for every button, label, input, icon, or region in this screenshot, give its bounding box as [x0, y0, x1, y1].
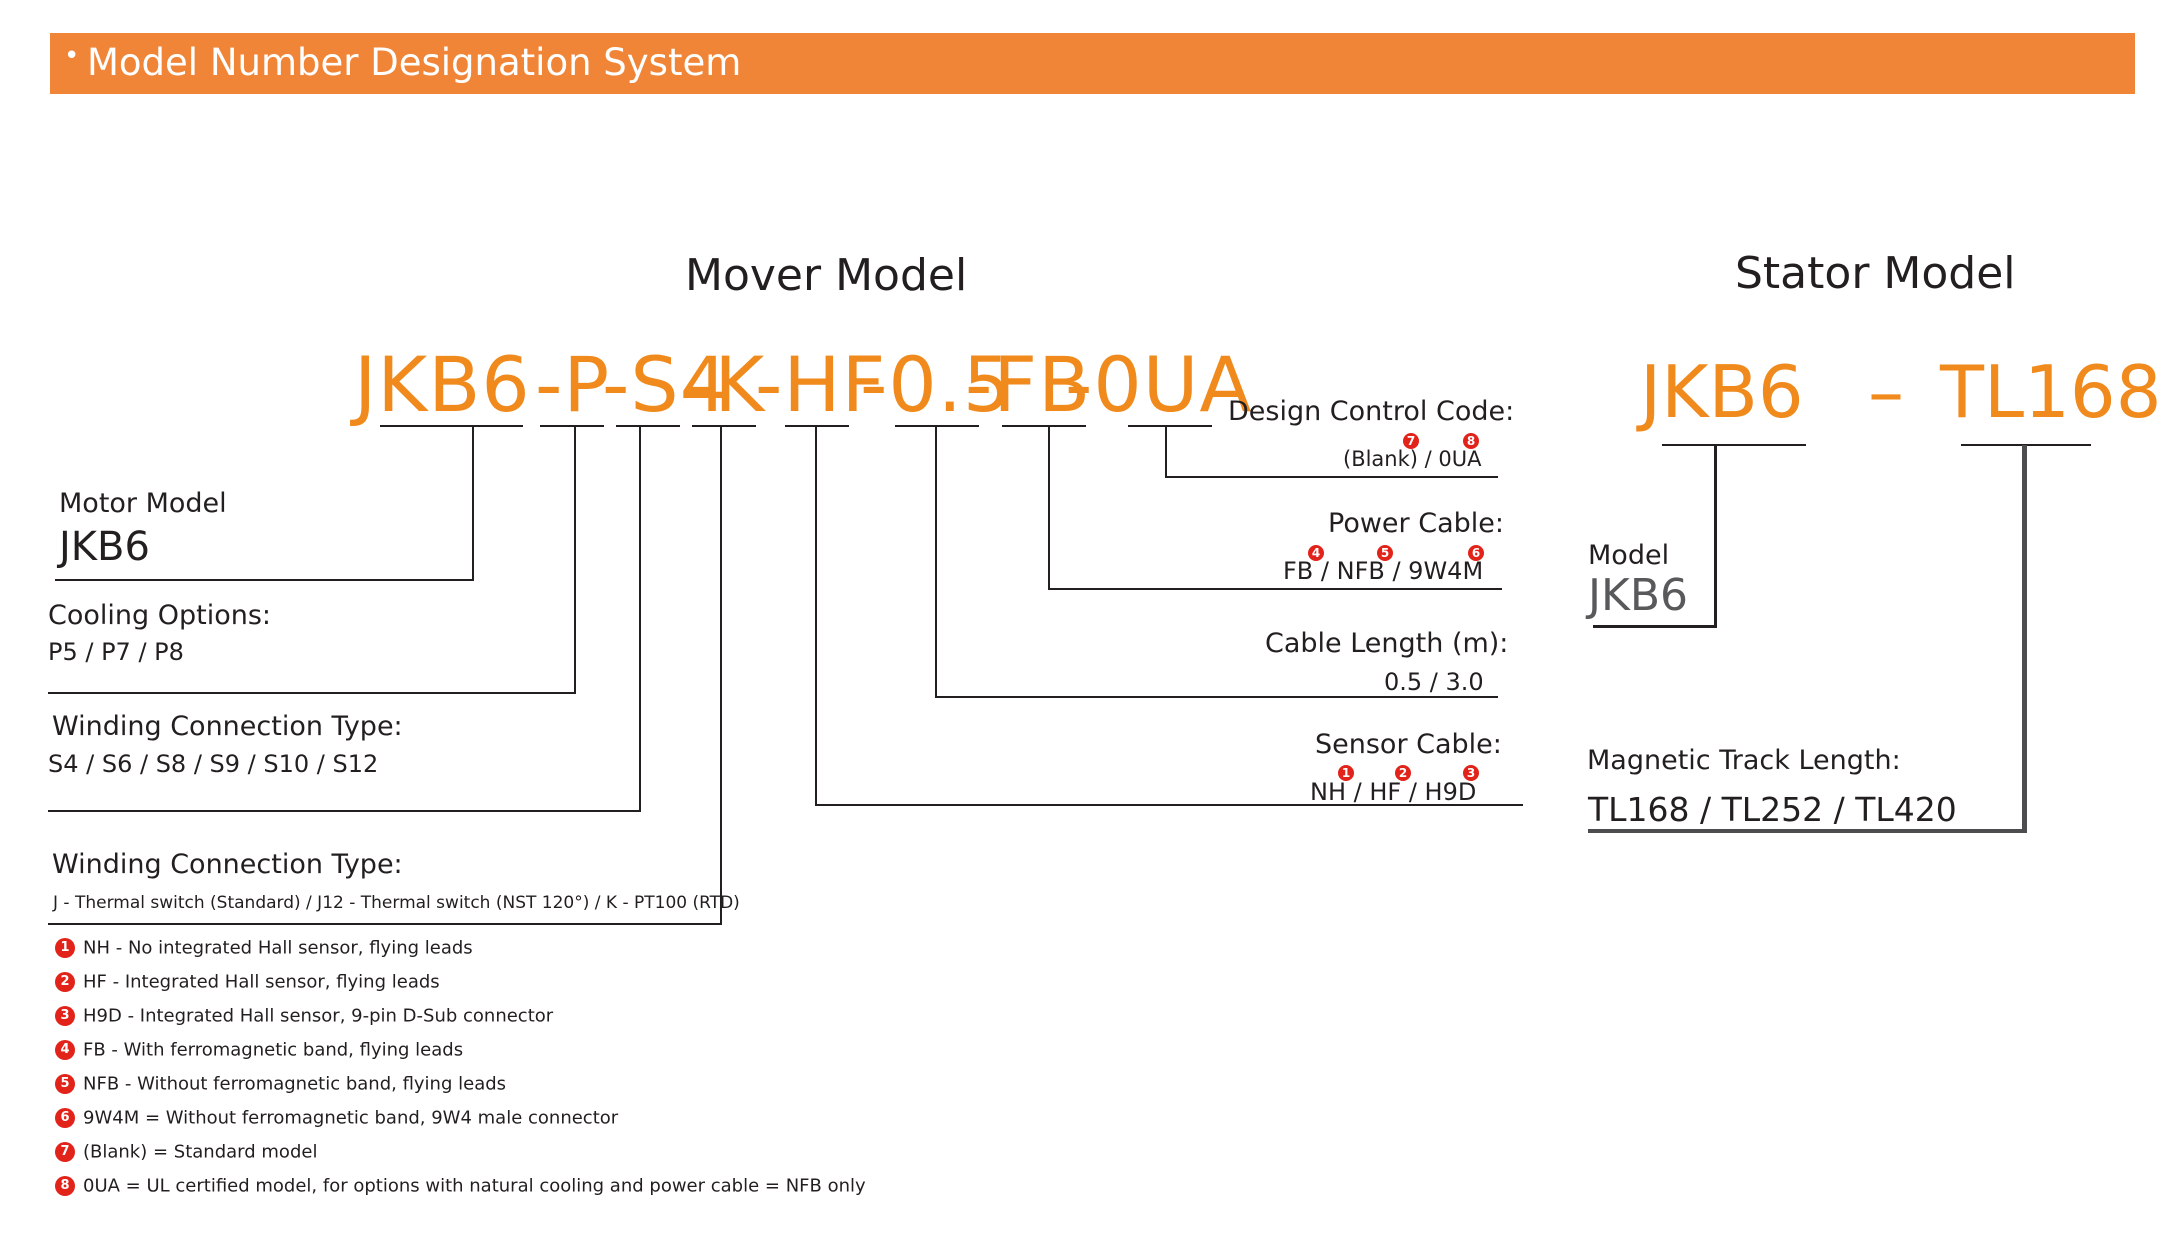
leader-power-horizontal: [1048, 588, 1502, 590]
banner-title: Model Number Designation System: [87, 41, 742, 84]
leader-design-vertical: [1165, 426, 1167, 478]
note-badge: 3: [55, 1006, 75, 1026]
stator-code-jkb6: JKB6: [1640, 350, 1804, 434]
badge-5: 5: [1377, 545, 1393, 561]
power-cable-label: Power Cable:: [1328, 508, 1504, 539]
stator-code-dash: –: [1868, 350, 1904, 434]
stator-leader-track-horizontal: [1588, 829, 2027, 833]
leader-length-vertical: [935, 426, 937, 698]
underline-0ua: [1128, 425, 1212, 427]
stator-model-value: JKB6: [1588, 570, 1689, 621]
stator-leader-track-vertical: [2022, 445, 2027, 833]
stator-underline-jkb6: [1662, 444, 1806, 446]
leader-cooling-vertical: [574, 426, 576, 694]
mover-heading: Mover Model: [685, 250, 968, 301]
note-text: FB - With ferromagnetic band, flying lea…: [83, 1039, 464, 1061]
cooling-value: P5 / P7 / P8: [48, 638, 184, 666]
leader-motor-horizontal: [55, 579, 474, 581]
note-badge: 7: [55, 1142, 75, 1162]
code-segment-s4: -S4: [602, 340, 730, 429]
note-text: 0UA = UL certified model, for options wi…: [83, 1175, 866, 1197]
code-segment-jkb6: JKB6: [354, 340, 531, 429]
note-item: 8 0UA = UL certified model, for options w…: [55, 1175, 866, 1199]
badge-3: 3: [1463, 765, 1479, 781]
note-item: 7 (Blank) = Standard model: [55, 1141, 317, 1165]
note-badge: 8: [55, 1176, 75, 1196]
cooling-label: Cooling Options:: [48, 600, 272, 631]
note-text: HF - Integrated Hall sensor, flying lead…: [83, 971, 440, 993]
banner-bullet: •: [64, 41, 80, 71]
leader-winding-horizontal: [48, 810, 641, 812]
note-text: NH - No integrated Hall sensor, flying l…: [83, 937, 473, 959]
stator-model-label: Model: [1588, 540, 1670, 571]
design-code-label: Design Control Code:: [1228, 396, 1515, 427]
leader-sensor-vertical: [815, 426, 817, 806]
sensor-cable-label: Sensor Cable:: [1315, 729, 1502, 760]
leader-length-horizontal: [935, 696, 1498, 698]
thermal-label: Winding Connection Type:: [52, 849, 403, 880]
power-cable-value: FB / NFB / 9W4M: [1283, 557, 1484, 585]
underline-k: [692, 425, 756, 427]
leader-thermal-vertical: [720, 426, 722, 925]
thermal-value: J - Thermal switch (Standard) / J12 - Th…: [53, 893, 740, 913]
leader-motor-vertical: [472, 426, 474, 580]
note-item: 5 NFB - Without ferromagnetic band, flyin…: [55, 1073, 506, 1097]
header-banner: • Model Number Designation System: [50, 33, 2135, 94]
leader-winding-vertical: [639, 426, 641, 812]
underline-hf: [785, 425, 849, 427]
leader-design-horizontal: [1165, 476, 1498, 478]
track-length-label: Magnetic Track Length:: [1587, 745, 1901, 776]
badge-4: 4: [1308, 545, 1324, 561]
note-text: H9D - Integrated Hall sensor, 9-pin D-Su…: [83, 1005, 554, 1027]
note-item: 1 NH - No integrated Hall sensor, flying …: [55, 937, 473, 961]
leader-sensor-horizontal: [815, 804, 1523, 806]
motor-model-label: Motor Model: [59, 488, 227, 519]
underline-jkb6: [380, 425, 523, 427]
underline-s4: [616, 425, 680, 427]
underline-p: [540, 425, 604, 427]
underline-length: [895, 425, 979, 427]
code-segment-p: -P: [535, 340, 611, 429]
note-badge: 5: [55, 1074, 75, 1094]
track-length-value: TL168 / TL252 / TL420: [1588, 790, 1957, 829]
leader-thermal-horizontal: [48, 923, 722, 925]
note-badge: 6: [55, 1108, 75, 1128]
note-item: 6 9W4M = Without ferromagnetic band, 9W4 …: [55, 1107, 618, 1131]
code-segment-k: -K: [686, 340, 766, 429]
badge-8: 8: [1463, 433, 1479, 449]
sensor-cable-value: NH / HF / H9D: [1310, 778, 1477, 806]
note-badge: 2: [55, 972, 75, 992]
badge-1: 1: [1338, 765, 1354, 781]
badge-7: 7: [1403, 433, 1419, 449]
note-item: 3 H9D - Integrated Hall sensor, 9-pin D-S…: [55, 1005, 553, 1029]
winding-value: S4 / S6 / S8 / S9 / S10 / S12: [48, 750, 379, 778]
note-text: (Blank) = Standard model: [83, 1141, 318, 1163]
underline-fb: [1002, 425, 1086, 427]
motor-model-value: JKB6: [59, 524, 150, 570]
note-text: 9W4M = Without ferromagnetic band, 9W4 m…: [83, 1107, 619, 1129]
cable-length-label: Cable Length (m):: [1265, 628, 1509, 659]
badge-2: 2: [1395, 765, 1411, 781]
code-segment-hf: -HF: [755, 340, 887, 429]
design-code-value: (Blank) / 0UA: [1343, 447, 1482, 471]
stator-leader-model-vertical: [1714, 445, 1717, 627]
note-item: 4 FB - With ferromagnetic band, flying le…: [55, 1039, 463, 1063]
code-segment-0ua: -0UA: [1065, 340, 1253, 429]
note-badge: 1: [55, 938, 75, 958]
leader-cooling-horizontal: [48, 692, 576, 694]
winding-label: Winding Connection Type:: [52, 711, 403, 742]
code-segment-fb: -FB: [965, 340, 1092, 429]
stator-code-tl168: TL168: [1940, 350, 2162, 434]
note-item: 2 HF - Integrated Hall sensor, flying lea…: [55, 971, 440, 995]
note-text: NFB - Without ferromagnetic band, flying…: [83, 1073, 507, 1095]
leader-power-vertical: [1048, 426, 1050, 590]
stator-heading: Stator Model: [1735, 248, 2016, 299]
cable-length-value: 0.5 / 3.0: [1384, 668, 1484, 696]
stator-leader-model-horizontal: [1593, 625, 1717, 628]
badge-6: 6: [1468, 545, 1484, 561]
note-badge: 4: [55, 1040, 75, 1060]
code-segment-length: -0.5: [860, 340, 1013, 429]
